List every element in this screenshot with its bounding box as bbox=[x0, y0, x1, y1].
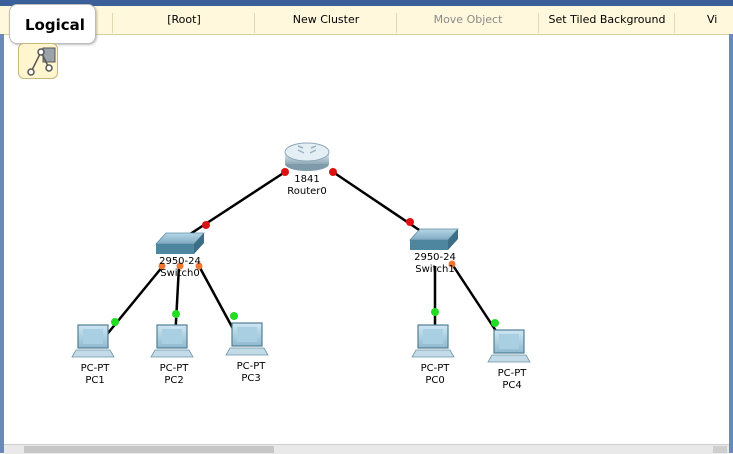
pc4-device[interactable]: PC-PT PC4 bbox=[487, 329, 531, 391]
pc1-model-label: PC-PT bbox=[81, 363, 111, 374]
link-switch0-pc1[interactable] bbox=[103, 265, 164, 339]
pc3-model-label: PC-PT bbox=[237, 361, 267, 372]
workspace-right-border bbox=[729, 34, 733, 453]
pc1-device[interactable]: PC-PT PC1 bbox=[71, 324, 115, 386]
pc0-model-label: PC-PT bbox=[421, 363, 451, 374]
logical-topology-icon[interactable] bbox=[18, 43, 58, 79]
link-light-pc1 bbox=[111, 318, 119, 326]
router0-model-label: 1841 bbox=[294, 174, 319, 185]
horizontal-scrollbar[interactable] bbox=[4, 444, 729, 454]
pc2-model-label: PC-PT bbox=[160, 363, 190, 374]
link-light-pc4 bbox=[491, 319, 499, 327]
link-light-switch0-port2 bbox=[176, 262, 184, 270]
root-button[interactable]: [Root] bbox=[112, 13, 255, 33]
link-router0-switch0[interactable] bbox=[180, 170, 286, 242]
pc2-name-label: PC2 bbox=[164, 375, 183, 386]
workspace-left-border bbox=[0, 34, 4, 453]
switch0-device[interactable]: 2950-24 Switch0 bbox=[155, 232, 205, 279]
link-light-pc3 bbox=[230, 312, 238, 320]
workspace-toolbar: [Root] New Cluster Move Object Set Tiled… bbox=[0, 6, 733, 35]
router0-device[interactable]: 1841 Router0 bbox=[284, 142, 330, 197]
link-light-switch1-uplink bbox=[406, 218, 414, 226]
switch1-model-label: 2950-24 bbox=[414, 252, 456, 263]
pc3-device[interactable]: PC-PT PC3 bbox=[225, 322, 269, 384]
link-light-pc2 bbox=[172, 310, 180, 318]
link-router0-switch1[interactable] bbox=[332, 170, 435, 242]
pc4-model-label: PC-PT bbox=[498, 368, 528, 379]
router0-name-label: Router0 bbox=[287, 186, 327, 197]
new-cluster-button[interactable]: New Cluster bbox=[254, 13, 397, 33]
link-light-switch0-port1 bbox=[158, 262, 166, 270]
link-light-router0-fa1 bbox=[329, 168, 337, 176]
pc1-name-label: PC1 bbox=[85, 375, 104, 386]
pc0-device[interactable]: PC-PT PC0 bbox=[411, 324, 455, 386]
switch1-device[interactable]: 2950-24 Switch1 bbox=[409, 228, 459, 275]
logical-view-tab[interactable]: Logical bbox=[9, 4, 96, 44]
logical-workspace-canvas[interactable] bbox=[4, 35, 729, 444]
horizontal-scrollbar-thumb[interactable] bbox=[24, 446, 274, 453]
link-light-router0-fa0 bbox=[281, 168, 289, 176]
pc3-name-label: PC3 bbox=[241, 373, 260, 384]
set-tiled-background-button[interactable]: Set Tiled Background bbox=[538, 13, 675, 33]
switch1-name-label: Switch1 bbox=[415, 264, 454, 275]
link-light-switch1-port2 bbox=[448, 260, 456, 268]
scroll-right-arrow-icon[interactable] bbox=[713, 446, 727, 453]
pc0-name-label: PC0 bbox=[425, 375, 444, 386]
link-switch1-pc4[interactable] bbox=[450, 263, 500, 335]
window-title-strip bbox=[0, 0, 733, 6]
pc4-name-label: PC4 bbox=[502, 380, 521, 391]
viewport-button[interactable]: Vi bbox=[674, 13, 733, 33]
switch0-model-label: 2950-24 bbox=[159, 256, 201, 267]
pc2-device[interactable]: PC-PT PC2 bbox=[150, 324, 194, 386]
move-object-button[interactable]: Move Object bbox=[396, 13, 539, 33]
switch0-name-label: Switch0 bbox=[160, 268, 199, 279]
link-light-pc0 bbox=[431, 308, 439, 316]
logical-view-label: Logical bbox=[25, 16, 85, 34]
link-light-switch0-port3 bbox=[195, 262, 203, 270]
link-light-switch0-uplink bbox=[202, 221, 210, 229]
